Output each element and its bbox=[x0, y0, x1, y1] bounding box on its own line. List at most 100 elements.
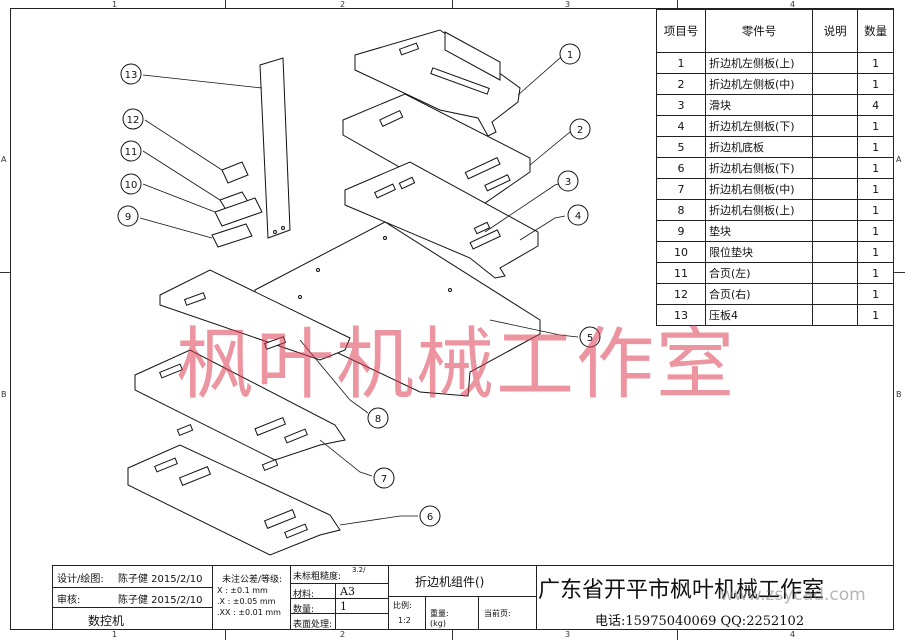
zone-label-left-a: A bbox=[1, 155, 7, 164]
bom-cell-desc bbox=[812, 115, 859, 137]
bom-cell-desc bbox=[812, 304, 859, 326]
zone-tick bbox=[452, 0, 453, 8]
bom-cell-part-name: 压板4 bbox=[704, 304, 814, 326]
bom-cell-item-no: 6 bbox=[656, 157, 706, 179]
bom-cell-part-name: 折边机右侧板(下) bbox=[704, 157, 814, 179]
bom-cell-item-no: 7 bbox=[656, 178, 706, 200]
part-9-pad bbox=[211, 223, 253, 248]
bom-cell-desc bbox=[812, 73, 859, 95]
roughness-label: 未标粗糙度: bbox=[293, 572, 342, 582]
bom-cell-item-no: 10 bbox=[656, 241, 706, 263]
leader-8 bbox=[299, 339, 369, 414]
company-phone: 电话:15975040069 QQ:2252102 bbox=[595, 614, 805, 629]
zone-tick bbox=[677, 0, 678, 8]
part-5-hole bbox=[316, 268, 320, 272]
bom-cell-qty: 1 bbox=[857, 199, 894, 221]
zone-label-top-1: 1 bbox=[112, 0, 118, 9]
part-7-slot bbox=[254, 416, 287, 436]
balloon-label-5: 5 bbox=[587, 333, 593, 344]
bom-cell-desc bbox=[812, 220, 859, 242]
review-label: 审核: bbox=[57, 595, 81, 606]
bom-header-qty: 数量 bbox=[857, 9, 894, 53]
bom-cell-item-no: 3 bbox=[656, 94, 706, 116]
zone-tick bbox=[894, 272, 905, 273]
bom-cell-item-no: 9 bbox=[656, 220, 706, 242]
part-1-slot bbox=[398, 42, 420, 56]
part-2-slot bbox=[484, 174, 511, 192]
title-block-line bbox=[290, 565, 291, 630]
bom-cell-desc bbox=[812, 283, 859, 305]
bom-cell-part-name: 合页(右) bbox=[704, 283, 814, 305]
zone-tick bbox=[225, 0, 226, 8]
current-page-label: 当前页: bbox=[484, 609, 511, 618]
part-1-slot bbox=[430, 67, 490, 95]
leader-1 bbox=[517, 54, 569, 96]
part-7-slot bbox=[159, 363, 183, 379]
bom-cell-part-name: 折边机左侧板(下) bbox=[704, 115, 814, 137]
part-6-slot bbox=[263, 509, 297, 529]
title-block-line bbox=[425, 596, 426, 630]
tolerance-2: .X : ±0.05 mm bbox=[217, 597, 276, 606]
title-block-line bbox=[52, 587, 212, 588]
bom-cell-qty: 1 bbox=[857, 52, 894, 74]
zone-label-right-a: A bbox=[896, 155, 902, 164]
part-8-slot bbox=[183, 292, 207, 306]
bom-cell-desc bbox=[812, 241, 859, 263]
bom-header-part-no: 零件号 bbox=[704, 9, 814, 53]
zone-tick bbox=[452, 630, 453, 640]
balloon-13 bbox=[120, 63, 142, 85]
part-6-slot bbox=[284, 523, 308, 539]
balloon-5 bbox=[579, 326, 601, 348]
title-block-line bbox=[335, 583, 336, 630]
leader-10 bbox=[142, 183, 216, 213]
balloon-3 bbox=[557, 170, 579, 192]
bom-cell-qty: 4 bbox=[857, 94, 894, 116]
part-8-plate bbox=[159, 269, 351, 361]
tolerance-1: X : ±0.1 mm bbox=[217, 586, 268, 595]
part-8-slot bbox=[263, 336, 287, 350]
bom-cell-qty: 1 bbox=[857, 241, 894, 263]
title-block-line bbox=[388, 565, 389, 630]
balloon-11 bbox=[120, 140, 142, 162]
bom-cell-qty: 1 bbox=[857, 220, 894, 242]
zone-label-bottom-2: 2 bbox=[340, 630, 346, 639]
bom-header-row: 项目号 零件号 说明 数量 bbox=[656, 9, 894, 53]
quantity-value: 1 bbox=[340, 600, 347, 613]
part-2-slot bbox=[379, 109, 404, 127]
leader-5 bbox=[489, 319, 579, 338]
title-block-top-border bbox=[52, 565, 894, 567]
part-7-slot bbox=[284, 428, 308, 444]
bom-cell-part-name: 限位垫块 bbox=[704, 241, 814, 263]
bom-cell-desc bbox=[812, 199, 859, 221]
weight-label: 重量: bbox=[430, 609, 449, 618]
bom-cell-qty: 1 bbox=[857, 304, 894, 326]
bom-cell-qty: 1 bbox=[857, 115, 894, 137]
bom-cell-item-no: 1 bbox=[656, 52, 706, 74]
tolerance-3: .XX : ±0.01 mm bbox=[217, 608, 281, 617]
design-label: 设计/绘图: bbox=[57, 574, 104, 585]
title-block-left-border bbox=[52, 565, 54, 630]
balloon-label-4: 4 bbox=[575, 211, 581, 222]
bom-cell-part-name: 折边机右侧板(上) bbox=[704, 199, 814, 221]
title-block-line bbox=[536, 565, 537, 630]
balloon-2 bbox=[569, 118, 591, 140]
balloon-label-3: 3 bbox=[565, 177, 571, 188]
balloon-6 bbox=[419, 505, 441, 527]
part-10-limit-block bbox=[214, 197, 263, 227]
bom-cell-qty: 1 bbox=[857, 136, 894, 158]
tolerance-title: 未注公差/等级: bbox=[222, 575, 283, 585]
bom-cell-desc bbox=[812, 178, 859, 200]
balloon-label-2: 2 bbox=[577, 125, 583, 136]
balloon-label-11: 11 bbox=[125, 147, 138, 158]
material-value: A3 bbox=[340, 585, 355, 598]
bom-cell-item-no: 2 bbox=[656, 73, 706, 95]
zone-label-top-4: 4 bbox=[790, 0, 796, 9]
zone-label-bottom-1: 1 bbox=[112, 630, 118, 639]
balloon-label-10: 10 bbox=[125, 180, 138, 191]
bom-cell-part-name: 垫块 bbox=[704, 220, 814, 242]
